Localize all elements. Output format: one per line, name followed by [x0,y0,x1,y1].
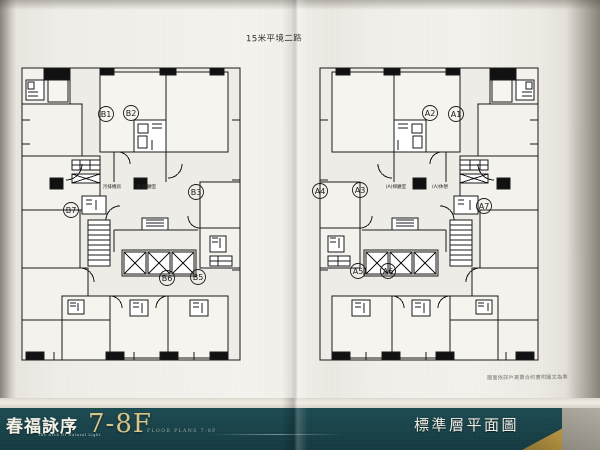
brand-name: 春福詠序 [6,417,78,437]
room-label-b-pump: 污排機房 [103,183,122,190]
room-label-a-lounge: (A)休憩 [432,183,448,190]
page-fold-crease [282,0,308,450]
unit-label-b5: B5 [193,273,204,282]
banner-divider-rule [212,434,342,435]
room-label-a-lobby: (A)梯廳室 [386,183,407,190]
grey-corner-accent [562,408,600,450]
floor-plan-right-a-block: A1 A2 A3 A4 A5 A6 A7 (A)梯廳室 (A)休憩 [298,60,548,380]
unit-label-b3: B3 [191,188,202,197]
left-edge-shadow [0,0,16,450]
unit-label-b1: B1 [101,110,112,119]
floor-number-english: FLOOR PLANS 7-8F [147,429,217,434]
floor-number: 7-8F [88,409,152,439]
unit-label-b7: B7 [66,206,77,215]
floor-plan-left-svg: B1 B2 B3 B5 B6 B7 污排機房 (B)梯廳室 [21,67,241,361]
unit-label-a7: A7 [479,202,490,211]
banner-top-strip [0,398,600,410]
top-edge-shadow [0,0,600,10]
unit-label-a3: A3 [355,186,366,195]
right-edge-shadow [566,0,600,450]
unit-label-a6: A6 [383,267,394,276]
floor-plan-left-b-block: B1 B2 B3 B5 B6 B7 污排機房 (B)梯廳室 [14,60,264,380]
unit-label-a2: A2 [425,109,436,118]
unit-label-a4: A4 [315,187,326,196]
banner-texture [0,408,600,450]
unit-label-a5: A5 [353,267,364,276]
brand-subtitle: The Arch Of Natural Light [38,433,101,437]
unit-label-b6: B6 [162,274,173,283]
sheet-title: 標準層平面圖 [414,416,520,434]
room-label-b-lobby: (B)梯廳室 [136,183,157,190]
disclaimer-note: 圖面依詳戶買賣合約書附圖文為準 [486,374,568,382]
unit-label-b2: B2 [126,109,137,118]
dot-grid-decoration: · · · · · · · · · · · · · · · · · · · · … [545,410,569,436]
bottom-banner [0,408,600,450]
floor-plan-right-svg: A1 A2 A3 A4 A5 A6 A7 (A)梯廳室 (A)休憩 [312,67,539,361]
unit-label-a1: A1 [451,110,462,119]
